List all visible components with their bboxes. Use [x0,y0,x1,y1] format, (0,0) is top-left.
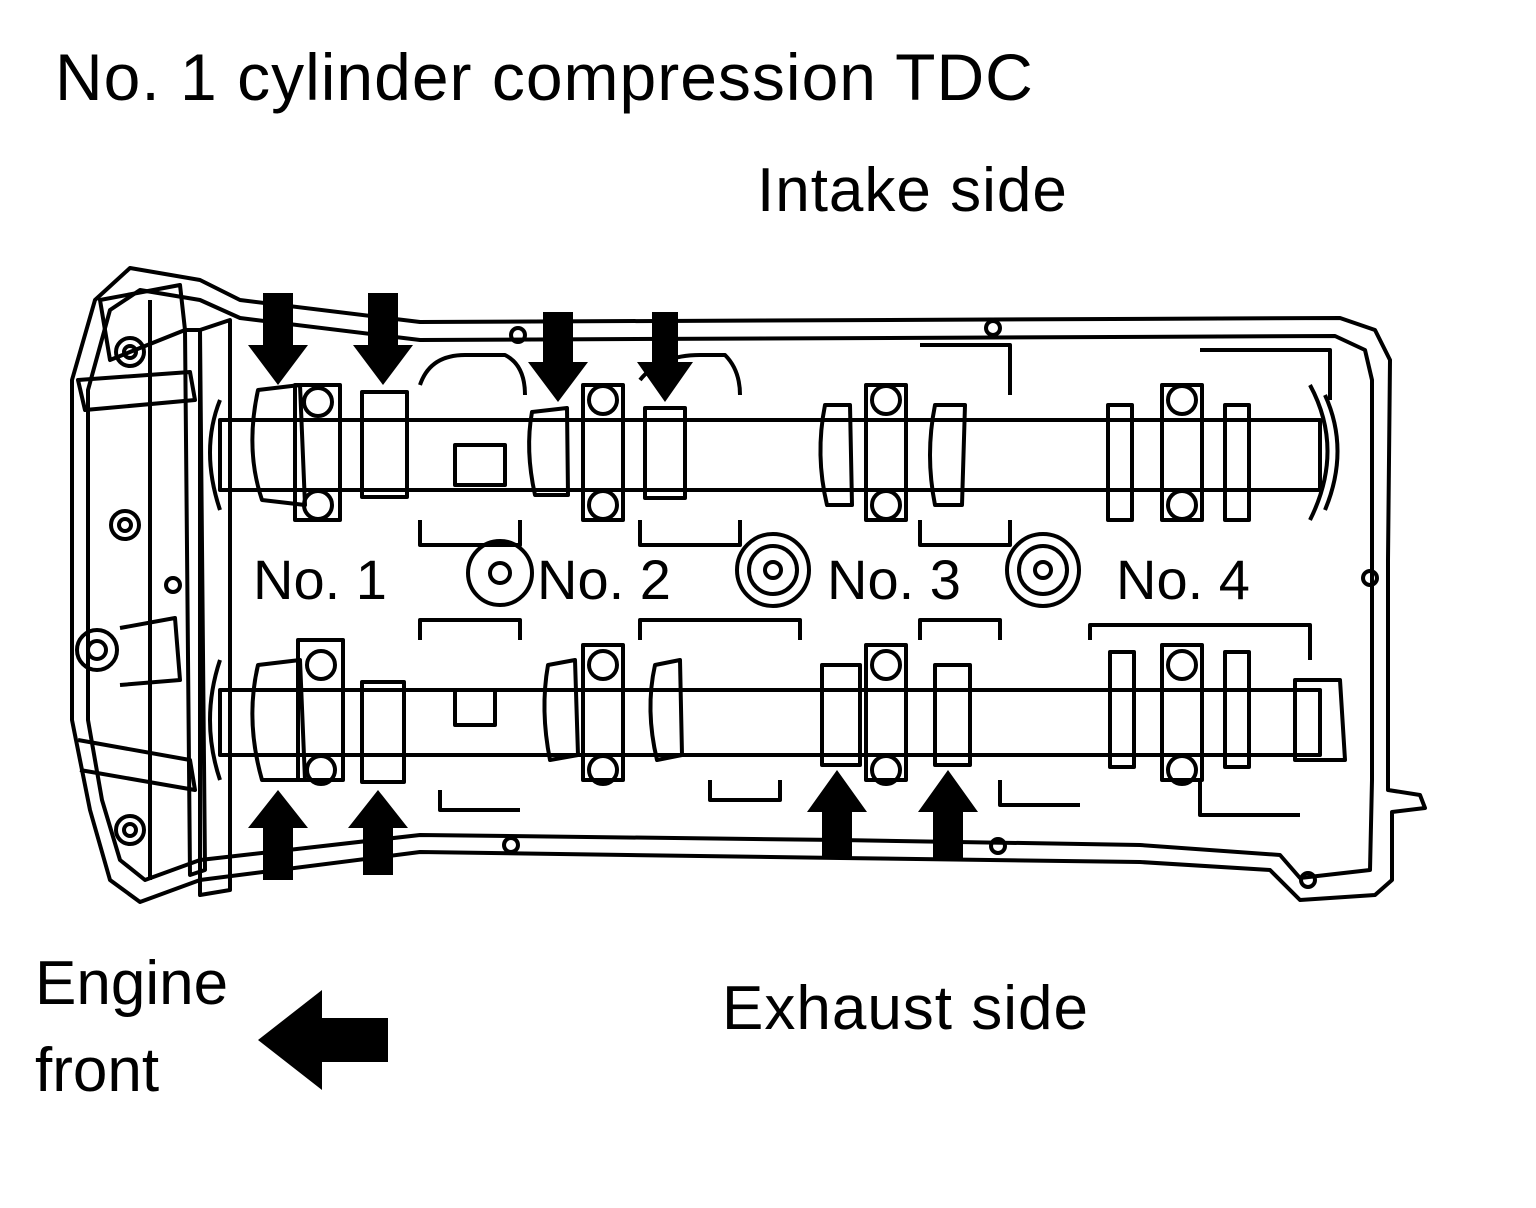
cylinder-label-3: No. 3 [827,548,961,611]
intake-side-label: Intake side [757,156,1068,225]
up-arrow-icon [807,770,867,858]
bolt [75,628,119,672]
diagram-title: No. 1 cylinder compression TDC [55,40,1034,114]
down-arrow-icon [353,293,413,385]
exhaust-side-label: Exhaust side [722,974,1089,1043]
engine-front-label-line2: front [35,1036,160,1105]
cylinder-label-4: No. 4 [1116,548,1250,611]
bearing-cap [581,643,625,782]
down-arrow-icon [528,312,588,402]
cylinder-head-outline [70,266,1427,904]
bolt [109,509,141,541]
bolt [114,336,146,368]
spark-plug-well [466,539,534,607]
down-arrow-icon [248,293,308,385]
bearing-cap [296,638,345,782]
left-arrow-icon [258,990,388,1090]
exhaust-camshaft [218,688,1322,757]
cylinder-head-inner-outline [86,288,1374,882]
up-arrow-icon [348,790,408,875]
spark-plug-well [1005,532,1081,608]
intake-camshaft [218,418,1322,492]
engine-front-label-line1: Engine [35,949,229,1018]
cylinder-label-1: No. 1 [253,548,387,611]
bolt [114,814,146,846]
down-arrow-icon [637,312,693,402]
bearing-cap [864,643,908,782]
cylinder-label-2: No. 2 [537,548,671,611]
spark-plug-well [735,532,811,608]
up-arrow-icon [918,770,978,858]
bearing-cap [1160,643,1204,782]
up-arrow-icon [248,790,308,880]
